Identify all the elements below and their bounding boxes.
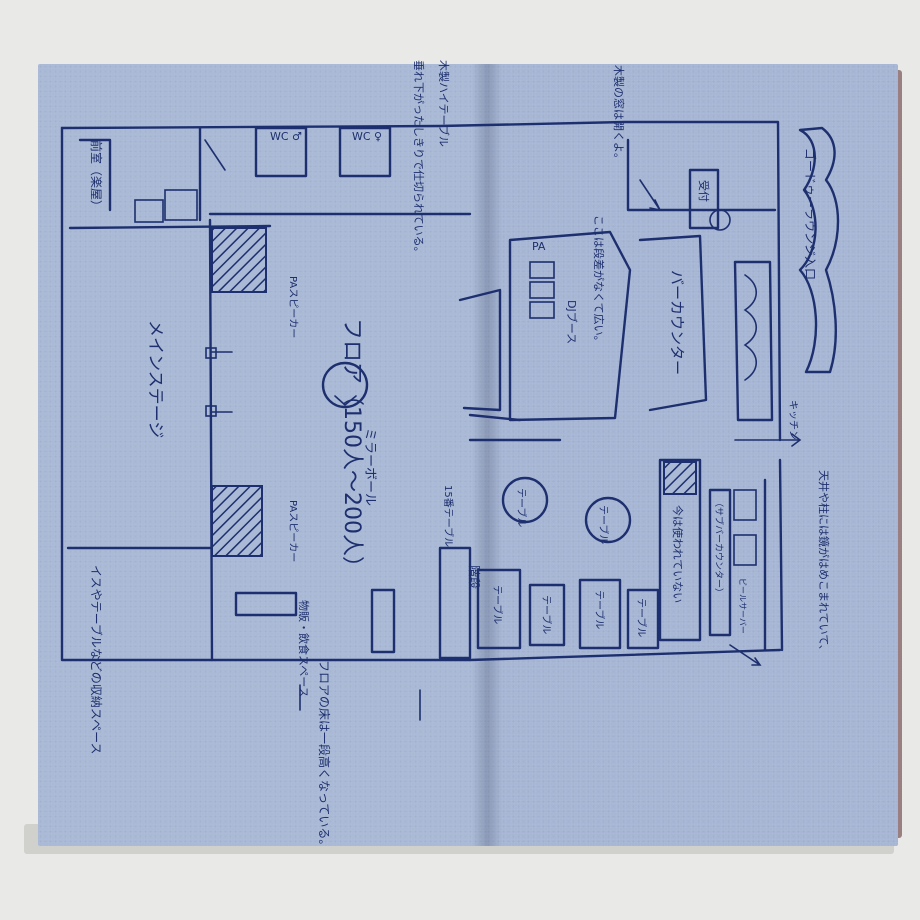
merch-label: 物販・飲食スペース xyxy=(297,600,311,698)
bar-counter xyxy=(626,138,777,422)
table-6-label: テーブル xyxy=(635,598,648,637)
wc-female-label: WC ♀ xyxy=(352,130,382,143)
floor-step-note: フロアの床は一段高くなっている。 xyxy=(317,660,332,851)
pa-speaker-top-label: PAスピーカー xyxy=(287,276,299,338)
main-stage-label: メインステージ xyxy=(145,320,165,438)
venue-outer-wall xyxy=(60,120,784,662)
cashier-box xyxy=(688,168,720,230)
lounge-entrance-banner xyxy=(798,126,840,374)
right-page xyxy=(486,64,898,846)
open-book xyxy=(30,64,898,846)
pa-booth-label: PA xyxy=(532,240,546,253)
table-2-label: テーブル xyxy=(597,505,610,544)
hanging-partition-note: 垂れ下がったしきりで仕切られている。 xyxy=(412,60,426,258)
stairs-label: 階段 xyxy=(467,565,482,589)
tables-area xyxy=(438,458,767,660)
floor-label: フロア（150人〜200人） xyxy=(339,318,364,578)
table-1-label: テーブル xyxy=(515,488,528,527)
cashier-label: 受付 xyxy=(697,180,710,202)
stage-post-1 xyxy=(205,347,217,359)
table-4-label: テーブル xyxy=(540,595,553,634)
kitchen-label: キッチン xyxy=(787,400,799,440)
wood-table-note: 木製ハイテーブル xyxy=(437,60,451,147)
left-page xyxy=(38,64,486,846)
sub-counter-label: （サブバーカウンター） xyxy=(713,498,725,597)
merch-space xyxy=(234,588,396,654)
private-room-label: 前室（楽屋） xyxy=(89,140,104,212)
mirror-ball xyxy=(321,361,369,409)
step-note: ここは段差がなくて広い。 xyxy=(592,215,606,347)
table-rect-4 xyxy=(626,588,660,650)
storage-label: イスやテーブルなどの収納スペース xyxy=(89,565,104,754)
side-counter-shelf xyxy=(708,488,732,637)
mirror-ball-label: ミラーボール xyxy=(362,428,377,506)
dj-pa-booth xyxy=(458,230,632,442)
stairs xyxy=(438,546,472,660)
round-table-1 xyxy=(501,476,549,524)
table-rect-1 xyxy=(476,568,522,650)
table-rect-2 xyxy=(528,583,566,647)
dj-booth-label: DJブース xyxy=(565,300,579,344)
restrooms xyxy=(254,126,392,178)
small-table-label: 15番テーブル xyxy=(442,485,455,547)
wc-male-room xyxy=(254,126,308,178)
wc-male-label: WC ♂ xyxy=(270,130,302,143)
pa-speaker-bottom xyxy=(211,485,263,557)
table-rect-3 xyxy=(578,578,622,650)
stage-post-2 xyxy=(205,405,217,417)
ceiling-note: 天井や柱には鏡がはめこまれていて、 xyxy=(817,470,831,656)
beer-server-label: ビールサーバー xyxy=(738,578,747,634)
unused-counter-label: 今は使われていない xyxy=(671,505,685,603)
bar-counter-label: バーカウンター xyxy=(668,270,686,375)
main-stage-area xyxy=(66,218,272,662)
annotation-arrows xyxy=(299,179,802,721)
window-note: 木製の窓は開くよ。 xyxy=(612,65,626,164)
pa-speaker-bottom-label: PAスピーカー xyxy=(287,500,299,562)
back-bar xyxy=(733,260,774,422)
round-table-2 xyxy=(584,496,632,544)
backstage-boxes xyxy=(78,126,226,223)
table-3-label: テーブル xyxy=(491,585,504,624)
lounge-entrance-label: ゴードゥーラウンジ入口 xyxy=(803,148,818,280)
table-5-label: テーブル xyxy=(593,590,606,629)
wc-female-room xyxy=(338,126,392,178)
sub-counter xyxy=(658,458,702,642)
pa-speaker-top xyxy=(211,227,267,293)
book-gutter xyxy=(472,64,502,846)
